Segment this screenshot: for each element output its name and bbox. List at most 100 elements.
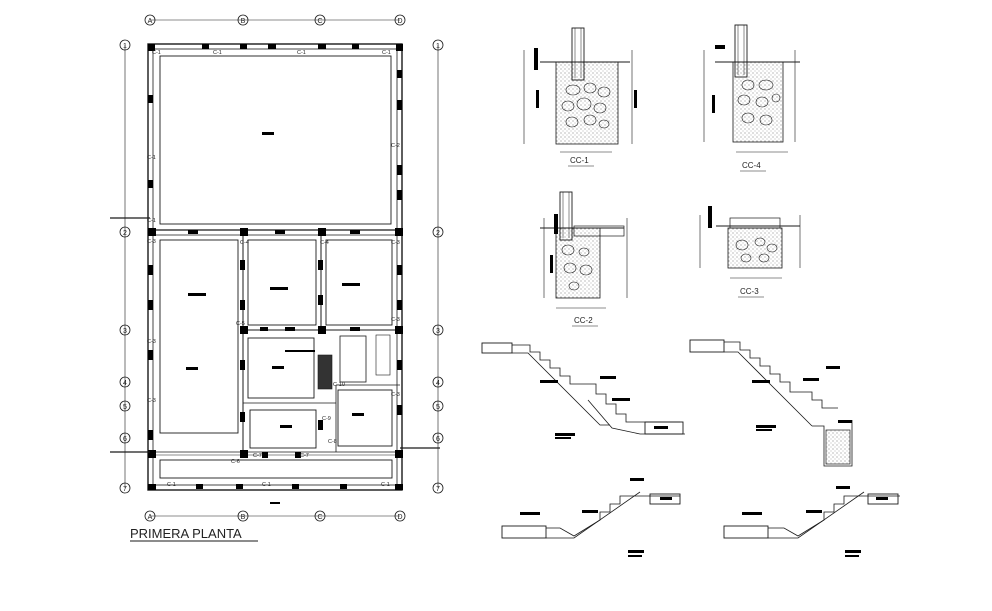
svg-text:C-1: C-1 (147, 155, 156, 161)
grid-bubble-3-left: 3 (119, 324, 131, 336)
svg-text:C-4: C-4 (320, 240, 329, 246)
grid-bubble-3-right: 3 (432, 324, 444, 336)
grid-bubble-d-bottom: D (394, 510, 406, 522)
grid-bubble-4-left: 4 (119, 376, 131, 388)
stair-detail-2 (689, 339, 853, 467)
svg-text:C-9: C-9 (322, 416, 331, 422)
column-strip-right (375, 334, 391, 376)
svg-text:C-7: C-7 (253, 453, 262, 459)
svg-text:CC-3: CC-3 (740, 287, 759, 296)
svg-text:3: 3 (436, 328, 440, 335)
grid-bubble-d-top: D (394, 14, 406, 26)
svg-text:C-10: C-10 (333, 382, 345, 388)
room-tags (186, 132, 364, 504)
grid-axis-right: 1 2 3 4 5 6 7 (432, 39, 444, 494)
svg-text:C-1: C-1 (297, 50, 306, 56)
svg-text:6: 6 (123, 436, 127, 443)
svg-text:A: A (148, 514, 153, 521)
corridor-right (339, 335, 367, 383)
section-cut-markers (110, 217, 440, 453)
structural-columns (148, 44, 403, 490)
grid-bubble-4-right: 4 (432, 376, 444, 388)
room-right-top (325, 239, 393, 326)
grid-bubble-1-left: 1 (119, 39, 131, 51)
corridor-bottom (159, 459, 393, 479)
grid-bubble-2-right: 2 (432, 226, 444, 238)
grid-bubble-5-left: 5 (119, 400, 131, 412)
grid-bubble-c-top: C (314, 14, 326, 26)
svg-text:1: 1 (123, 43, 127, 50)
section-cc4: CC-4 (703, 24, 800, 172)
svg-text:4: 4 (123, 380, 127, 387)
svg-text:A: A (148, 18, 153, 25)
svg-text:C-3: C-3 (391, 317, 400, 323)
room-left (159, 239, 239, 434)
stair-detail-4 (723, 486, 900, 557)
svg-text:C-1: C-1 (262, 482, 271, 488)
grid-bubble-6-left: 6 (119, 432, 131, 444)
svg-text:C-3: C-3 (147, 339, 156, 345)
grid-axis-left: 1 2 3 4 5 6 7 (119, 39, 131, 494)
svg-text:CC-2: CC-2 (574, 316, 593, 325)
grid-bubble-a-top: A (144, 14, 156, 26)
section-cc3: CC-3 (699, 206, 801, 298)
svg-text:C-1: C-1 (167, 482, 176, 488)
floor-plan: A B C D A B C D 1 2 3 4 5 6 7 1 2 (110, 14, 444, 522)
svg-text:B: B (241, 514, 246, 521)
stair-detail-1 (481, 342, 685, 439)
svg-text:1: 1 (436, 43, 440, 50)
room-right-lower (337, 389, 393, 447)
svg-text:2: 2 (436, 230, 440, 237)
column-labels: C-1 C-1 C-1 C-1 C-1 C-1 C-2 C-3 C-3 C-3 … (147, 50, 400, 488)
grid-bubble-c-bottom: C (314, 510, 326, 522)
exterior-wall-outer (147, 43, 403, 491)
grid-bubble-1-right: 1 (432, 39, 444, 51)
grid-bubble-7-right: 7 (432, 482, 444, 494)
exterior-wall-inner (152, 48, 398, 486)
svg-text:C-1: C-1 (147, 218, 156, 224)
grid-bubble-5-right: 5 (432, 400, 444, 412)
grid-axis-bottom: A B C D (144, 510, 406, 522)
svg-text:C-1: C-1 (213, 50, 222, 56)
svg-text:B: B (241, 18, 246, 25)
svg-text:CC-1: CC-1 (570, 156, 589, 165)
svg-text:C-7: C-7 (300, 453, 309, 459)
svg-text:C-3: C-3 (147, 239, 156, 245)
svg-text:D: D (397, 18, 402, 25)
svg-text:C: C (317, 18, 322, 25)
stair-hatch (317, 354, 333, 390)
svg-text:C-8: C-8 (328, 439, 337, 445)
grid-axis-top: A B C D (144, 14, 406, 26)
section-cc1: CC-1 (523, 27, 637, 167)
svg-text:C-1: C-1 (152, 50, 161, 56)
svg-text:C: C (317, 514, 322, 521)
grid-bubble-6-right: 6 (432, 432, 444, 444)
grid-bubble-7-left: 7 (119, 482, 131, 494)
room-upper-large (159, 55, 392, 225)
grid-bubble-b-bottom: B (237, 510, 249, 522)
plan-title: PRIMERA PLANTA (130, 526, 242, 541)
svg-text:C-4: C-4 (240, 240, 249, 246)
grid-bubble-a-bottom: A (144, 510, 156, 522)
svg-text:7: 7 (123, 486, 127, 493)
svg-text:C-1: C-1 (382, 50, 391, 56)
grid-bubble-2-left: 2 (119, 226, 131, 238)
svg-text:4: 4 (436, 380, 440, 387)
section-cc2: CC-2 (540, 191, 628, 327)
svg-text:6: 6 (436, 436, 440, 443)
room-bath (249, 409, 317, 449)
stair-detail-3 (501, 478, 681, 557)
svg-text:C-1: C-1 (381, 482, 390, 488)
svg-text:CC-4: CC-4 (742, 161, 761, 170)
grid-bubble-b-top: B (237, 14, 249, 26)
svg-text:C-3: C-3 (147, 398, 156, 404)
svg-text:3: 3 (123, 328, 127, 335)
svg-text:C-5: C-5 (236, 321, 245, 327)
svg-text:2: 2 (123, 230, 127, 237)
room-mid-top (247, 239, 317, 326)
svg-text:C-6: C-6 (231, 459, 240, 465)
svg-text:C-3: C-3 (391, 392, 400, 398)
svg-text:C-3: C-3 (391, 240, 400, 246)
svg-text:D: D (397, 514, 402, 521)
